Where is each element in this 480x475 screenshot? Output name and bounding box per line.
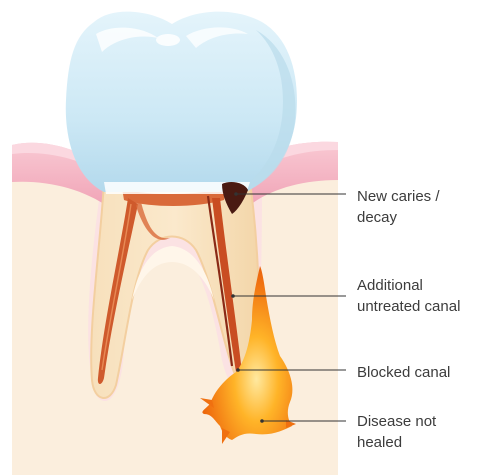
label-untreated-canal: Additional untreated canal	[357, 275, 460, 317]
label-new-caries: New caries / decay	[357, 186, 440, 228]
leader-disease-dot	[260, 419, 264, 423]
crown-cusp-highlight	[156, 34, 180, 46]
leader-untreated-dot	[231, 294, 235, 298]
label-disease-not-healed: Disease not healed	[357, 411, 436, 453]
leader-caries-dot	[234, 192, 238, 196]
label-blocked-canal: Blocked canal	[357, 362, 450, 383]
leader-blocked-dot	[236, 368, 240, 372]
